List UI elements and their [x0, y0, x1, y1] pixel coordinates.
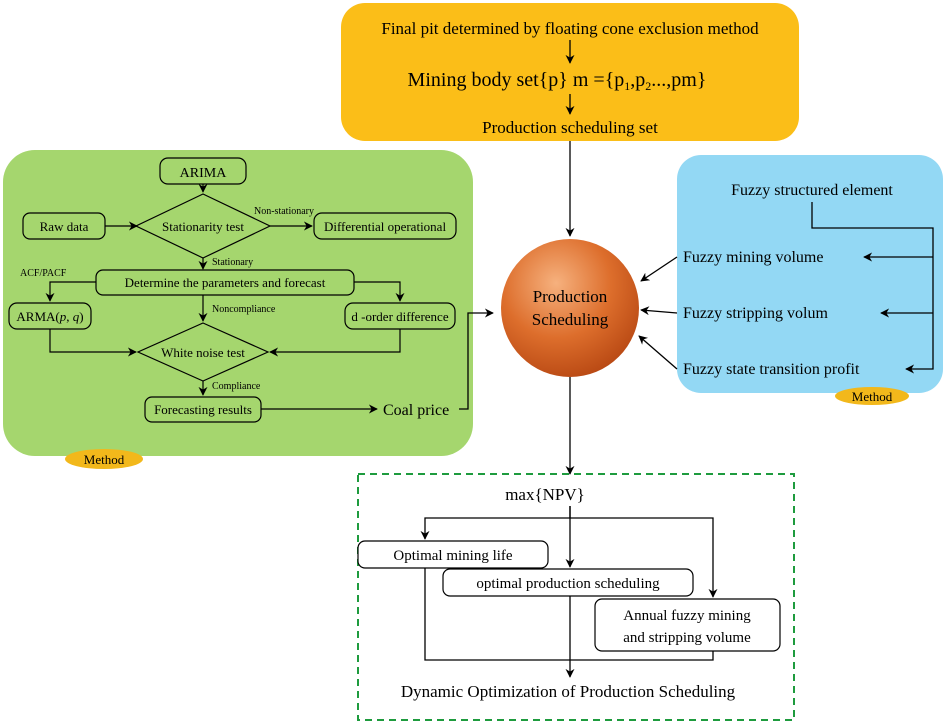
annual-volume-line1: Annual fuzzy mining [623, 608, 751, 624]
annual-volume-node [594, 598, 781, 652]
white-noise-label: White noise test [161, 345, 245, 360]
coal-price-label: Coal price [383, 402, 449, 419]
stationarity-test-label: Stationarity test [162, 219, 244, 234]
fuzzy-element-text: Fuzzy structured element [731, 182, 893, 199]
sphere-line2: Scheduling [532, 310, 609, 329]
arrow-determine-to-dorder [354, 281, 405, 302]
npv-dashed-box [357, 473, 795, 721]
fuzzy-stripping-volume-text: Fuzzy stripping volum [683, 305, 828, 322]
raw-data-label: Raw data [40, 219, 89, 234]
differential-label: Differential operational [324, 219, 447, 234]
arma-label: ARMA(p, q) [16, 309, 83, 324]
arrow-npv-to-mininglife [420, 506, 571, 540]
mining-life-label: Optimal mining life [393, 548, 512, 564]
final-pit-text: Final pit determined by floating cone ex… [381, 19, 759, 38]
differential-node [313, 212, 457, 240]
stationary-label: Stationary [212, 257, 253, 268]
fuzzy-method-badge [835, 387, 909, 405]
fuzzy-method-label: Method [852, 389, 893, 404]
d-order-label: d -order difference [351, 309, 448, 324]
fuzzy-blue-panel [677, 155, 943, 393]
production-scheduling-sphere [501, 239, 639, 377]
arima-label: ARIMA [180, 166, 228, 181]
arrow-arma-to-whitenoise [49, 329, 137, 357]
arrow-determine-to-arma [45, 281, 96, 302]
mining-body-set-text: Mining body set{p} m ={p1,p2...,pm} [408, 69, 707, 93]
forecasting-label: Forecasting results [154, 402, 252, 417]
fuzzy-transition-profit-text: Fuzzy state transition profit [683, 361, 860, 378]
top-orange-panel [341, 3, 799, 141]
arrow-profit-to-sphere [638, 335, 678, 370]
noncompliance-label: Noncompliance [212, 304, 276, 315]
arrow-npv-to-annual [570, 517, 718, 598]
annual-volume-line2: and stripping volume [623, 630, 751, 646]
acf-pacf-label: ACF/PACF [20, 268, 67, 279]
arrow-dorder-to-whitenoise [269, 329, 401, 357]
compliance-label: Compliance [212, 381, 261, 392]
optimal-scheduling-node [442, 568, 694, 597]
mining-life-node [357, 540, 549, 569]
dynamic-optimization-text: Dynamic Optimization of Production Sched… [401, 682, 736, 701]
determine-label: Determine the parameters and forecast [125, 275, 326, 290]
sphere-line1: Production [533, 287, 608, 306]
arrow-coal-to-sphere [459, 308, 494, 410]
arima-method-label: Method [84, 452, 125, 467]
max-npv-text: max{NPV} [505, 485, 585, 504]
production-scheduling-set-text: Production scheduling set [482, 118, 658, 137]
merge-line [424, 568, 714, 661]
fuzzy-mining-volume-text: Fuzzy mining volume [683, 249, 823, 266]
optimal-scheduling-label: optimal production scheduling [476, 576, 660, 592]
arrow-stripping-to-sphere [640, 306, 678, 316]
arrow-mining-to-sphere [640, 256, 678, 282]
arima-method-badge [65, 449, 143, 469]
non-stationary-label: Non-stationary [254, 206, 314, 217]
arrow-element-to-profit [811, 202, 934, 374]
